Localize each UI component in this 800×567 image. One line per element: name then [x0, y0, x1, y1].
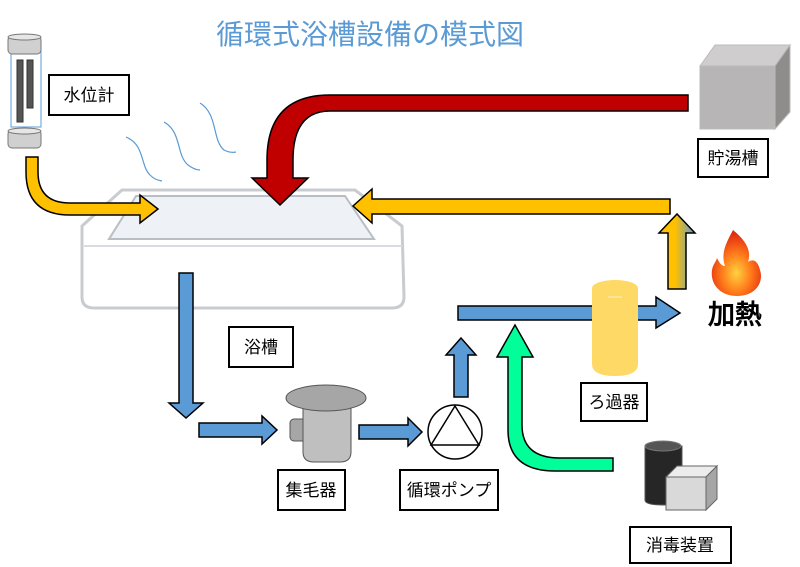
- hair-catcher-label: 集毛器: [277, 469, 346, 511]
- svg-text:循環ポンプ: 循環ポンプ: [407, 481, 492, 501]
- hot-water-supply-arrow: [250, 94, 689, 207]
- bathtub-label: 浴槽: [228, 326, 294, 368]
- circulation-pump-label: 循環ポンプ: [399, 469, 499, 511]
- filter-label: ろ過器: [580, 382, 648, 422]
- pump-icon: [427, 404, 483, 460]
- filter-cylinder-icon: [592, 280, 638, 376]
- disinfectant-arrow: [495, 323, 614, 472]
- water-level-gauge-icon: [7, 33, 42, 149]
- disinfection-device-label: 消毒装置: [629, 526, 732, 564]
- bathtub-icon: [80, 188, 406, 310]
- circulation-up-arrow: [444, 336, 478, 398]
- hot-water-tank-icon: [699, 43, 791, 131]
- disinfection-device-icon: [644, 440, 719, 512]
- svg-text:貯湯槽: 貯湯槽: [708, 149, 759, 169]
- warm-water-return-arrow: [351, 187, 671, 225]
- svg-text:集毛器: 集毛器: [286, 481, 337, 501]
- steam-icon: [125, 102, 237, 182]
- circulation-arrow-to-hair-catcher: [198, 414, 279, 446]
- heating-label: 加熱: [708, 300, 762, 331]
- svg-text:ろ過器: ろ過器: [589, 393, 640, 413]
- water-level-gauge-label: 水位計: [48, 74, 130, 116]
- circulation-down-arrow: [167, 272, 205, 420]
- circulation-arrow-to-heater: [457, 295, 682, 330]
- heated-water-up-arrow: [657, 212, 697, 290]
- warm-water-arrow-from-gauge: [25, 156, 160, 225]
- page-title: 循環式浴槽設備の模式図: [216, 18, 524, 51]
- hot-water-tank-label: 貯湯槽: [697, 138, 769, 178]
- svg-text:浴槽: 浴槽: [244, 338, 278, 358]
- svg-text:水位計: 水位計: [64, 86, 115, 106]
- hair-catcher-icon: [285, 384, 367, 463]
- circulation-arrow-to-pump: [358, 416, 424, 448]
- flame-icon: [711, 230, 762, 296]
- svg-text:消毒装置: 消毒装置: [646, 536, 714, 556]
